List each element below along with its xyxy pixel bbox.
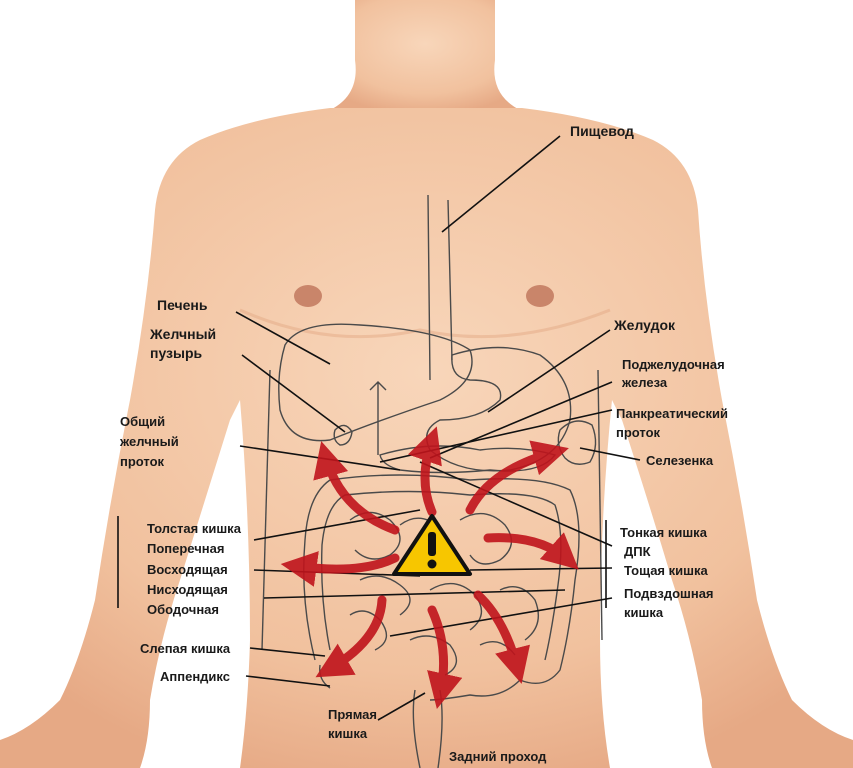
label-colon-line5: Ободочная [147,602,219,617]
pain-arrows [280,426,579,710]
label-spleen: Селезенка [646,453,714,468]
stomach-outline [426,346,572,472]
label-pancreatic-duct-line2: проток [616,425,661,440]
leader-gallbladder [241,354,346,433]
arrow-up [407,426,442,517]
label-colon-line4: Нисходящая [147,582,228,597]
right-nipple [526,285,554,307]
leader-colon-descending [263,589,566,599]
colon-inner [320,490,562,661]
label-cecum: Слепая кишка [140,641,231,656]
leader-liver [235,311,331,365]
arrow-down [427,605,463,710]
arrow-down-left [315,595,387,678]
bile-duct-outline [369,381,387,455]
leader-rectum [377,692,426,721]
leader-esophagus [441,135,561,233]
left-nipple [294,285,322,307]
leader-appendix [245,675,331,687]
label-pancreas-line2: железа [622,375,668,390]
arrow-up-left [313,441,400,535]
label-common-bile-duct-line2: желчный [120,434,179,449]
label-stomach: Желудок [614,317,676,333]
label-rectum-line1: Прямая [328,707,377,722]
left-side-line [261,369,271,651]
label-ileum-line2: кишка [624,605,664,620]
label-ileum-line1: Подвздошная [624,586,714,601]
liver-outline [278,323,473,442]
label-esophagus: Пищевод [570,123,634,139]
label-small-intestine: Тонкая кишка [620,525,707,540]
arrow-down-right [473,590,530,684]
leader-pancreas [429,381,613,459]
colon-outline [303,474,580,701]
neck [330,0,520,110]
label-anus: Задний проход [449,749,547,764]
leader-duodenum [419,461,613,547]
label-pancreatic-duct-line1: Панкреатический [616,406,729,421]
label-jejunum: Тощая кишка [624,563,708,578]
warning-triangle-icon [392,514,472,576]
label-rectum-line2: кишка [328,726,368,741]
label-duodenum: ДПК [624,544,651,559]
label-common-bile-duct-line3: проток [120,454,165,469]
arrow-right [483,532,579,570]
label-colon-line1: Толстая кишка [147,521,241,536]
label-colon-line3: Восходящая [147,562,228,577]
organ-outlines [261,194,603,768]
label-liver: Печень [157,297,208,313]
label-appendix: Аппендикс [160,669,230,684]
right-side-line [597,369,603,641]
leader-colon-transverse [253,509,421,541]
label-gallbladder-line1: Желчный [150,326,217,342]
label-pancreas-line1: Поджелудочная [622,357,725,372]
leader-stomach [487,329,611,413]
leader-cecum [249,647,326,657]
arrow-up-right [465,440,569,515]
leader-spleen [579,447,641,461]
chest-shading [239,308,611,339]
label-common-bile-duct-line1: Общий [120,414,166,429]
label-colon-line2: Поперечная [147,541,225,556]
arrow-left [280,551,400,587]
label-gallbladder-line2: пузырь [150,345,203,361]
